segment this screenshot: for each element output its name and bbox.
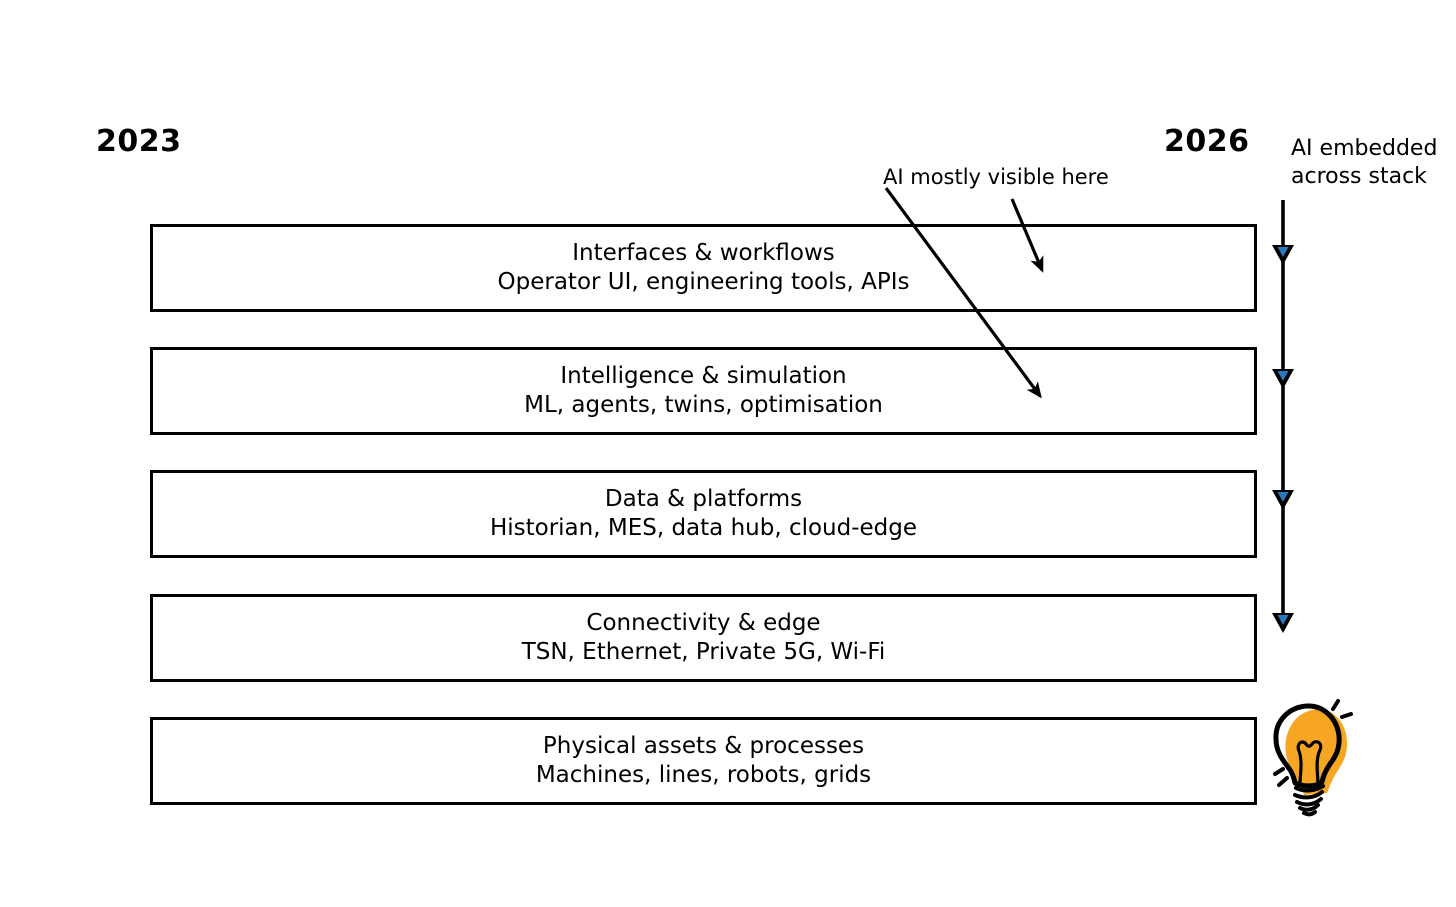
arrowhead-icon	[1272, 245, 1294, 265]
arrowhead-icon	[1272, 369, 1294, 389]
layer-subtitle: ML, agents, twins, optimisation	[524, 392, 883, 418]
timeline-start-year: 2023	[96, 124, 182, 159]
ai-embedded-arrow-icon	[1272, 200, 1294, 633]
layer-title: Connectivity & edge	[586, 610, 821, 636]
ai-visible-annotation: AI mostly visible here	[883, 165, 1109, 189]
lightbulb-icon	[1273, 699, 1353, 817]
layer-title: Interfaces & workflows	[572, 240, 835, 266]
layer-title: Intelligence & simulation	[560, 363, 847, 389]
layer-title: Physical assets & processes	[542, 733, 865, 759]
stack-layer-data-platforms: Data & platforms Historian, MES, data hu…	[150, 470, 1257, 558]
stack-layer-interfaces: Interfaces & workflows Operator UI, engi…	[150, 224, 1257, 312]
arrowhead-icon	[1272, 613, 1294, 633]
stack-layer-connectivity: Connectivity & edge TSN, Ethernet, Priva…	[150, 594, 1257, 682]
layer-subtitle: Historian, MES, data hub, cloud-edge	[489, 515, 918, 541]
timeline-end-year: 2026	[1164, 124, 1250, 159]
layer-subtitle: Operator UI, engineering tools, APIs	[497, 269, 910, 295]
ai-embedded-caption: AI embedded across stack	[1291, 136, 1438, 189]
arrowhead-icon	[1272, 490, 1294, 510]
layer-subtitle: Machines, lines, robots, grids	[535, 762, 872, 788]
layer-subtitle: TSN, Ethernet, Private 5G, Wi-Fi	[521, 639, 886, 665]
layer-title: Data & platforms	[604, 486, 803, 512]
stack-layer-intelligence: Intelligence & simulation ML, agents, tw…	[150, 347, 1257, 435]
stack-layer-physical-assets: Physical assets & processes Machines, li…	[150, 717, 1257, 805]
